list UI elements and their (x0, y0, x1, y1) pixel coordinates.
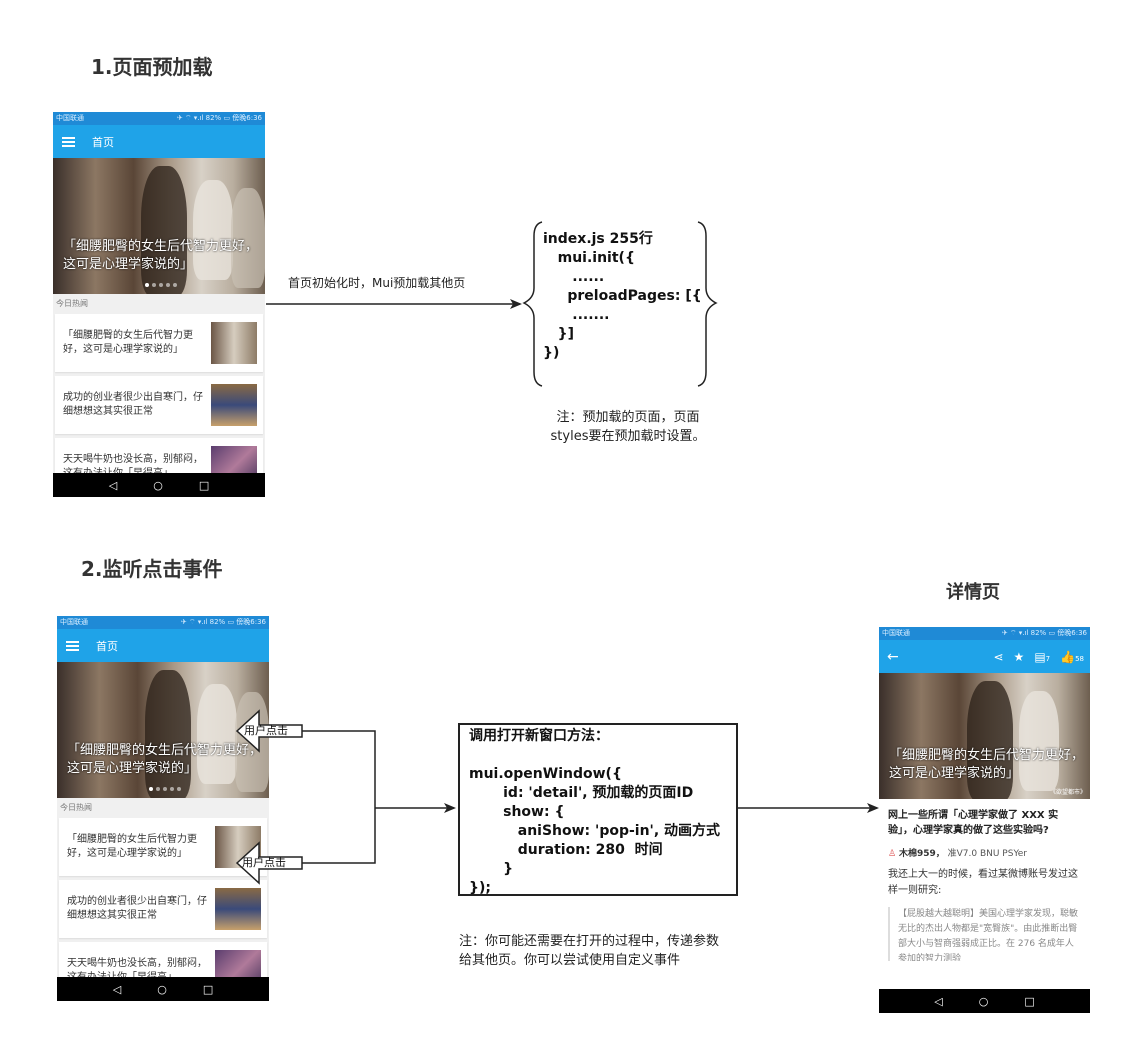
status-bar: 中国联通 ✈ ⌔ ▾.ıl 82% ▭ 傍晚6:36 (879, 627, 1090, 640)
hero-caption: 「细腰肥臀的女生后代智力更好，这可是心理学家说的」 (63, 239, 259, 272)
phone-detail: 中国联通 ✈ ⌔ ▾.ıl 82% ▭ 傍晚6:36 ← ⋖ ★ ▤7 👍58 … (879, 627, 1090, 1013)
phone-home-1: 中国联通 ✈ ⌔ ▾.ıl 82% ▭ 傍晚6:36 首页 「细腰肥臀的女生后代… (53, 112, 265, 497)
author-name[interactable]: 木棉959， (898, 849, 945, 859)
menu-icon[interactable] (66, 640, 79, 651)
detail-app-bar: ← ⋖ ★ ▤7 👍58 (879, 640, 1090, 673)
preload-arrow-label: 首页初始化时，Mui预加载其他页 (288, 276, 466, 290)
preload-code: index.js 255行 mui.init({ ...... preloadP… (543, 231, 702, 361)
list-item-thumbnail (211, 322, 257, 364)
list-item-title: 成功的创业者很少出自寒门，仔细想想这其实很正常 (63, 392, 203, 417)
hero-credit: 《欲望都市》 (1049, 789, 1086, 796)
star-icon[interactable]: ★ (1013, 649, 1025, 664)
status-icons: ✈ ⌔ ▾.ıl 82% ▭ 傍晚6:36 (176, 114, 262, 122)
app-bar: 首页 (57, 629, 269, 662)
author-meta: 准V7.0 BNU PSYer (947, 849, 1027, 859)
nav-recent-icon[interactable]: □ (202, 982, 214, 996)
section-label: 今日热闻 (60, 803, 92, 812)
system-nav-bar: ◁ ○ □ (53, 473, 265, 497)
list-item-title: 「细腰肥臀的女生后代智力更好，这可是心理学家说的」 (67, 834, 197, 859)
hero-caption: 「细腰肥臀的女生后代智力更好，这可是心理学家说的」 (67, 743, 263, 776)
nav-back-icon[interactable]: ◁ (934, 994, 943, 1008)
system-nav-bar: ◁ ○ □ (57, 977, 269, 1001)
list-item-title: 成功的创业者很少出自寒门，仔细想想这其实很正常 (67, 896, 207, 921)
carousel-dots (149, 787, 181, 791)
status-icons: ✈ ⌔ ▾.ıl 82% ▭ 傍晚6:36 (1001, 629, 1087, 637)
hero-banner[interactable]: 「细腰肥臀的女生后代智力更好，这可是心理学家说的」 (53, 158, 265, 294)
back-arrow-icon[interactable]: ← (887, 648, 899, 665)
right-brace (697, 221, 718, 387)
hero-caption: 「细腰肥臀的女生后代智力更好，这可是心理学家说的」 (889, 748, 1085, 781)
nav-back-icon[interactable]: ◁ (112, 982, 122, 996)
system-nav-bar: ◁ ○ □ (879, 989, 1090, 1013)
user-click-label-card: 用户点击 (242, 856, 286, 869)
connector-top (302, 730, 376, 808)
openwindow-box: 调用打开新窗口方法： mui.openWindow({ id: 'detail'… (458, 723, 738, 896)
nav-back-icon[interactable]: ◁ (108, 478, 118, 492)
section2-title: 2.监听点击事件 (81, 557, 223, 581)
list-item[interactable]: 成功的创业者很少出自寒门，仔细想想这其实很正常 (55, 376, 263, 434)
article-quote: 【屁股越大越聪明】美国心理学家发现，聪敏无比的杰出人物都是"宽臀族"。由此推断出… (888, 907, 1081, 961)
comment-icon[interactable]: ▤7 (1034, 649, 1051, 664)
comment-count: 7 (1045, 654, 1051, 663)
openwindow-code: 调用打开新窗口方法： mui.openWindow({ id: 'detail'… (469, 728, 721, 896)
section1-title: 1.页面预加载 (91, 55, 213, 79)
nav-recent-icon[interactable]: □ (198, 478, 210, 492)
list-item-thumbnail (215, 888, 261, 930)
section-label: 今日热闻 (56, 299, 88, 308)
like-icon[interactable]: 👍58 (1060, 649, 1084, 664)
carrier-label: 中国联通 (882, 629, 910, 637)
menu-icon[interactable] (62, 136, 75, 147)
carrier-label: 中国联通 (60, 618, 88, 626)
app-bar-title: 首页 (96, 639, 118, 653)
hero-banner[interactable]: 「细腰肥臀的女生后代智力更好，这可是心理学家说的」 (57, 662, 269, 798)
openwindow-note: 注：你可能还需要在打开的过程中，传递参数 给其他页。你可以尝试使用自定义事件 (459, 934, 720, 968)
status-bar: 中国联通 ✈ ⌔ ▾.ıl 82% ▭ 傍晚6:36 (53, 112, 265, 125)
connector-bottom (302, 808, 376, 864)
list-item-title: 「细腰肥臀的女生后代智力更好，这可是心理学家说的」 (63, 330, 193, 355)
status-icons: ✈ ⌔ ▾.ıl 82% ▭ 傍晚6:36 (180, 618, 266, 626)
nav-recent-icon[interactable]: □ (1024, 994, 1035, 1008)
carrier-label: 中国联通 (56, 114, 84, 122)
carousel-dots (145, 283, 177, 287)
status-bar: 中国联通 ✈ ⌔ ▾.ıl 82% ▭ 傍晚6:36 (57, 616, 269, 629)
user-click-label-hero: 用户点击 (244, 724, 288, 737)
list-item[interactable]: 成功的创业者很少出自寒门，仔细想想这其实很正常 (59, 880, 267, 938)
detail-page-title: 详情页 (946, 582, 1000, 603)
nav-home-icon[interactable]: ○ (153, 478, 163, 492)
author-row: ♙ 木棉959， 准V7.0 BNU PSYer (879, 842, 1090, 863)
app-bar: 首页 (53, 125, 265, 158)
share-icon[interactable]: ⋖ (993, 649, 1004, 664)
detail-hero: 「细腰肥臀的女生后代智力更好，这可是心理学家说的」 《欲望都市》 (879, 673, 1090, 799)
list-item[interactable]: 「细腰肥臀的女生后代智力更好，这可是心理学家说的」 (55, 314, 263, 372)
preload-note: 注：预加载的页面，页面 styles要在预加载时设置。 (550, 410, 706, 444)
phone-home-2: 中国联通 ✈ ⌔ ▾.ıl 82% ▭ 傍晚6:36 首页 「细腰肥臀的女生后代… (57, 616, 269, 1001)
author-avatar-icon: ♙ (888, 849, 897, 859)
left-brace (522, 221, 543, 387)
nav-home-icon[interactable]: ○ (978, 994, 989, 1008)
article-paragraph: 我还上大一的时候，看过某微博账号发过这样一则研究: (888, 869, 1078, 896)
app-bar-title: 首页 (92, 135, 114, 149)
list-item-thumbnail (211, 384, 257, 426)
nav-home-icon[interactable]: ○ (157, 982, 167, 996)
like-count: 58 (1075, 654, 1084, 663)
article-headline: 网上一些所谓「心理学家做了 XXX 实验」，心理学家真的做了这些实验吗? (888, 810, 1059, 836)
